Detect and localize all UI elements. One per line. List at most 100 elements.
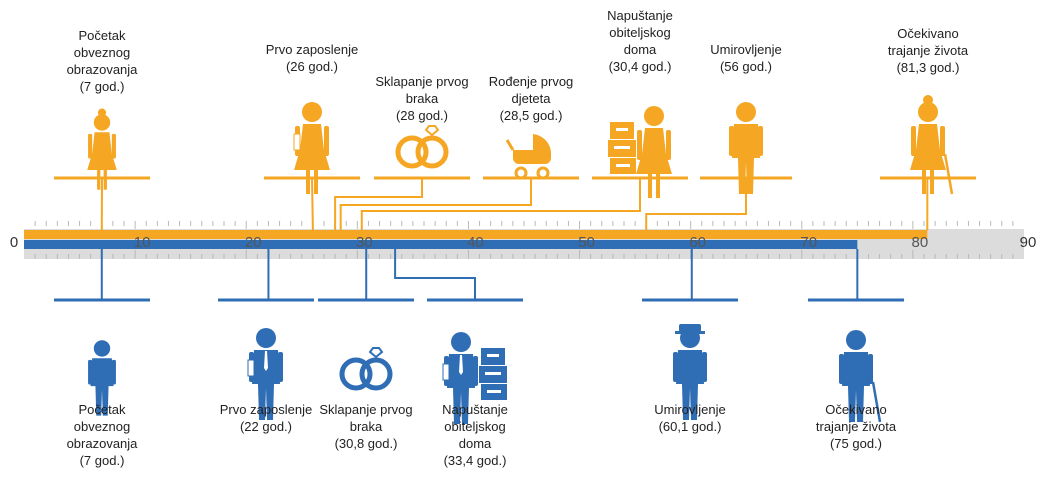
female-event-label-line: (28,5 god.) — [500, 108, 563, 123]
female-event-label-line: Očekivano — [897, 26, 958, 41]
female-event-label-line: (26 god.) — [286, 59, 338, 74]
axis-tick-label: 80 — [912, 234, 929, 251]
moving-boxes-icon — [608, 122, 636, 174]
female-event-connector — [339, 178, 532, 230]
man-moving-boxes-icon — [442, 332, 478, 424]
girl-icon — [87, 108, 117, 190]
male-event: Početak obveznog obrazovanja (7 god.) — [54, 249, 150, 468]
boy-icon — [88, 340, 116, 416]
female-event: Rođenje prvog djeteta (28,5 god.) — [339, 74, 579, 230]
male-lifespan-bar — [24, 240, 858, 249]
female-event-label: Umirovljenje (56 god.) — [710, 42, 782, 74]
male-event-label-line: Prvo zaposlenje — [220, 402, 313, 417]
male-event: Sklapanje prvog braka (30,8 god.) — [318, 249, 414, 451]
female-lifespan-bar — [24, 230, 928, 239]
axis-tick-label: 60 — [689, 234, 706, 251]
female-event-label: Početak obveznog obrazovanja (7 god.) — [67, 28, 139, 94]
male-event-label-line: (22 god.) — [240, 419, 292, 434]
female-event-label: Napuštanje obiteljskog doma (30,4 god.) — [607, 8, 673, 74]
wedding-rings-icon — [339, 347, 393, 391]
male-event-label: Napuštanje obiteljskog doma (33,4 god.) — [442, 402, 508, 468]
male-event-label-line: (60,1 god.) — [659, 419, 722, 434]
female-event: Umirovljenje (56 god.) — [645, 42, 792, 230]
moving-boxes-icon — [479, 348, 507, 400]
female-event-label-line: (56 god.) — [720, 59, 772, 74]
female-event-label-line: Umirovljenje — [710, 42, 782, 57]
male-event-connector — [394, 249, 476, 300]
female-event: Prvo zaposlenje (26 god.) — [264, 42, 360, 231]
male-event-label-line: obrazovanja — [67, 436, 139, 451]
axis-tick-label: 40 — [467, 234, 484, 251]
male-event-label-line: (7 god.) — [80, 453, 125, 468]
male-event-label-line: obveznog — [74, 419, 130, 434]
baby-carriage-icon — [505, 134, 551, 180]
male-event: Očekivano trajanje života (75 god.) — [808, 249, 904, 451]
axis-tick-label: 90 — [1020, 234, 1037, 251]
male-event-label-line: (75 god.) — [830, 436, 882, 451]
female-event: Sklapanje prvog braka (28 god.) — [334, 74, 470, 230]
male-event: Napuštanje obiteljskog doma (33,4 god.) — [394, 249, 523, 468]
male-event-label-line: Napuštanje — [442, 402, 508, 417]
male-event-label-line: braka — [350, 419, 383, 434]
male-event-label: Sklapanje prvog braka (30,8 god.) — [319, 402, 412, 451]
woman-worker-icon — [293, 102, 330, 194]
female-event-label-line: trajanje života — [888, 43, 969, 58]
female-timeline: Početak obveznog obrazovanja (7 god.) Prvo z… — [54, 8, 976, 231]
female-event-label-line: obveznog — [74, 45, 130, 60]
female-event-label-line: Početak — [79, 28, 126, 43]
male-event-label-line: Očekivano — [825, 402, 886, 417]
axis-tick-label: 70 — [800, 234, 817, 251]
female-event-label-line: (28 god.) — [396, 108, 448, 123]
axis-tick-label: 10 — [134, 234, 151, 251]
woman-moving-boxes-icon — [636, 106, 672, 198]
female-event-label: Prvo zaposlenje (26 god.) — [266, 42, 359, 74]
male-event-label-line: (33,4 god.) — [444, 453, 507, 468]
male-event: Prvo zaposlenje (22 god.) — [218, 249, 314, 434]
female-event: Početak obveznog obrazovanja (7 god.) — [54, 28, 150, 231]
female-event-label-line: doma — [624, 42, 657, 57]
male-event-label-line: Početak — [79, 402, 126, 417]
elderly-man-icon — [839, 330, 882, 423]
male-event-label-line: (30,8 god.) — [335, 436, 398, 451]
wedding-rings-icon — [395, 125, 449, 169]
male-event-label-line: doma — [459, 436, 492, 451]
retired-man-icon — [673, 324, 707, 420]
female-event-label-line: Prvo zaposlenje — [266, 42, 359, 57]
female-event-label-line: obrazovanja — [67, 62, 139, 77]
female-event-connector — [334, 178, 423, 230]
female-event-label-line: braka — [406, 91, 439, 106]
male-event-label: Umirovljenje (60,1 god.) — [654, 402, 726, 434]
male-event-label-line: Umirovljenje — [654, 402, 726, 417]
female-event-label-line: (7 god.) — [80, 79, 125, 94]
elderly-woman-icon — [910, 95, 954, 195]
female-event-label-line: Napuštanje — [607, 8, 673, 23]
female-event-label-line: (81,3 god.) — [897, 60, 960, 75]
male-event-label: Prvo zaposlenje (22 god.) — [220, 402, 313, 434]
axis-tick-label: 0 — [10, 234, 18, 251]
female-event-label-line: Sklapanje prvog — [375, 74, 468, 89]
female-event-connector — [360, 178, 641, 230]
male-event: Umirovljenje (60,1 god.) — [642, 249, 738, 434]
female-event-label-line: obiteljskog — [609, 25, 670, 40]
female-event-label-line: (30,4 god.) — [609, 59, 672, 74]
female-event-label: Očekivano trajanje života (81,3 god.) — [888, 26, 969, 75]
male-event-label: Početak obveznog obrazovanja (7 god.) — [67, 402, 139, 468]
female-event-connector — [645, 178, 747, 230]
male-event-label-line: trajanje života — [816, 419, 897, 434]
man-worker-icon — [247, 328, 283, 420]
female-event: Napuštanje obiteljskog doma (30,4 god.) — [360, 8, 688, 230]
female-event-label: Rođenje prvog djeteta (28,5 god.) — [489, 74, 574, 123]
axis-tick-label: 30 — [356, 234, 373, 251]
axis-tick-label: 50 — [578, 234, 595, 251]
female-event-label-line: djeteta — [511, 91, 551, 106]
female-event-connector — [311, 177, 314, 231]
female-event-label-line: Rođenje prvog — [489, 74, 574, 89]
male-event-label-line: Sklapanje prvog — [319, 402, 412, 417]
female-event: Očekivano trajanje života (81,3 god.) — [880, 26, 976, 230]
male-timeline: Početak obveznog obrazovanja (7 god.) Prvo z… — [54, 249, 904, 468]
male-event-label: Očekivano trajanje života (75 god.) — [816, 402, 897, 451]
female-event-label: Sklapanje prvog braka (28 god.) — [375, 74, 468, 123]
male-event-label-line: obiteljskog — [444, 419, 505, 434]
